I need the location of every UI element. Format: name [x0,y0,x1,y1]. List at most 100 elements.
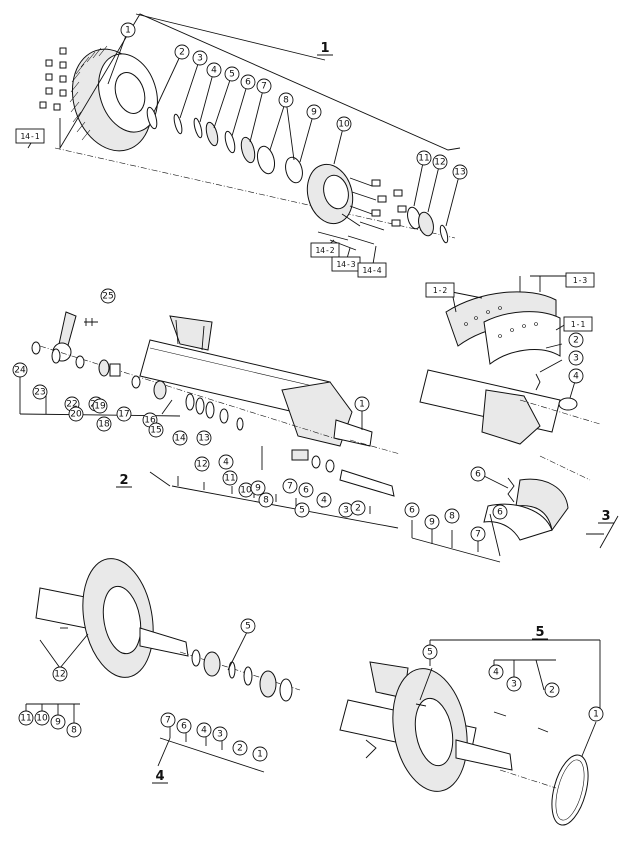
callout-4-5: 5 [240,618,256,634]
callout-2-13: 13 [196,430,212,446]
callout-number: 10 [36,714,48,724]
callout-4-1: 1 [252,746,268,762]
callout-number: 8 [71,726,77,736]
callout-number: 11 [224,474,235,484]
callout-number: 2 [237,744,243,754]
callout-1-4: 4 [206,62,222,78]
callout-4-6: 6 [176,718,192,734]
wheel-studs [317,221,385,251]
callout-number: 19 [94,402,106,412]
svg-text:1-3: 1-3 [573,276,588,285]
callout-5-4: 4 [488,664,504,680]
callout-number: 18 [98,420,110,430]
callout-number: 2 [549,686,555,696]
callout-2-3: 3 [338,502,354,518]
svg-text:14-2: 14-2 [315,246,334,255]
svg-text:3: 3 [601,509,610,524]
svg-text:1-1: 1-1 [571,320,586,329]
callout-number: 13 [198,434,209,444]
callout-number: 4 [223,458,229,468]
callout-number: 2 [179,48,185,58]
callout-number: 9 [429,518,435,528]
callout-1-10: 10 [336,116,352,132]
callout-1-7: 7 [256,78,272,94]
assembly-1-drawing [39,45,456,251]
callout-number: 6 [303,486,309,496]
svg-text:5: 5 [535,625,544,640]
callout-number: 1 [257,750,263,760]
callout-number: 4 [321,496,327,506]
callout-4-3: 3 [212,726,228,742]
callout-number: 3 [217,730,223,740]
callout-3-6: 6 [404,502,420,518]
part-box-14-3: 14-3 [331,256,361,272]
callout-3-4: 4 [568,368,584,384]
assembly-label-5: 5 [532,625,548,640]
lining-rivets [464,306,538,338]
callout-number: 3 [197,54,203,64]
callout-number: 6 [181,722,187,732]
part-box-1-3: 1-3 [565,272,595,288]
callout-4-7: 7 [160,712,176,728]
callout-1-3: 3 [192,50,208,66]
callout-3-7: 7 [470,526,486,542]
callout-number: 9 [255,484,261,494]
callout-1-2: 2 [174,44,190,60]
callout-4-12: 12 [52,666,68,682]
callout-2-2: 2 [350,500,366,516]
callout-4-11: 11 [18,710,34,726]
callout-number: 6 [475,470,481,480]
callout-number: 5 [229,70,235,80]
part-box-1-2: 1-2 [425,282,455,298]
callout-1-12: 12 [432,154,448,170]
assembly-label-1: 1 [317,41,333,56]
callout-2-25: 25 [100,288,116,304]
callout-3-3: 3 [568,350,584,366]
callout-number: 3 [573,354,579,364]
callout-number: 9 [55,718,61,728]
callout-number: 8 [263,496,269,506]
svg-text:4: 4 [155,769,164,784]
callout-1-1: 1 [120,22,136,38]
callout-number: 7 [165,716,171,726]
callout-number: 12 [434,158,445,168]
callout-3-8: 8 [444,508,460,524]
callout-number: 9 [311,108,317,118]
callout-number: 3 [511,680,517,690]
callout-2-7: 7 [282,478,298,494]
assembly-label-2: 2 [116,473,132,488]
callout-5-2: 2 [544,682,560,698]
callout-1-13: 13 [452,164,468,180]
callout-number: 5 [245,622,251,632]
callout-3-9: 9 [424,514,440,530]
callout-number: 10 [338,120,350,130]
part-box-1-1: 1-1 [563,316,593,332]
callout-2-5: 5 [294,502,310,518]
assembly-label-3: 3 [598,509,614,524]
callout-number: 6 [409,506,415,516]
callout-number: 8 [449,512,455,522]
callout-number: 10 [240,486,252,496]
callout-3-6: 6 [492,504,508,520]
callout-1-5: 5 [224,66,240,82]
callout-2-12: 12 [194,456,210,472]
callout-number: 4 [573,372,579,382]
callout-number: 1 [125,26,131,36]
hub-cap [407,206,449,244]
callout-number: 7 [287,482,293,492]
callout-number: 1 [593,710,599,720]
svg-text:14-1: 14-1 [20,132,39,141]
callout-2-23: 23 [32,384,48,400]
callout-1-6: 6 [240,74,256,90]
callout-number: 22 [66,400,77,410]
camshaft-parts [31,341,395,497]
part-box-14-4: 14-4 [357,262,387,278]
svg-text:2: 2 [119,473,128,488]
callout-2-9: 9 [250,480,266,496]
callout-2-24: 24 [12,362,28,378]
callout-number: 3 [343,506,349,516]
callout-4-8: 8 [66,722,82,738]
part-box-14-2: 14-2 [310,242,340,258]
